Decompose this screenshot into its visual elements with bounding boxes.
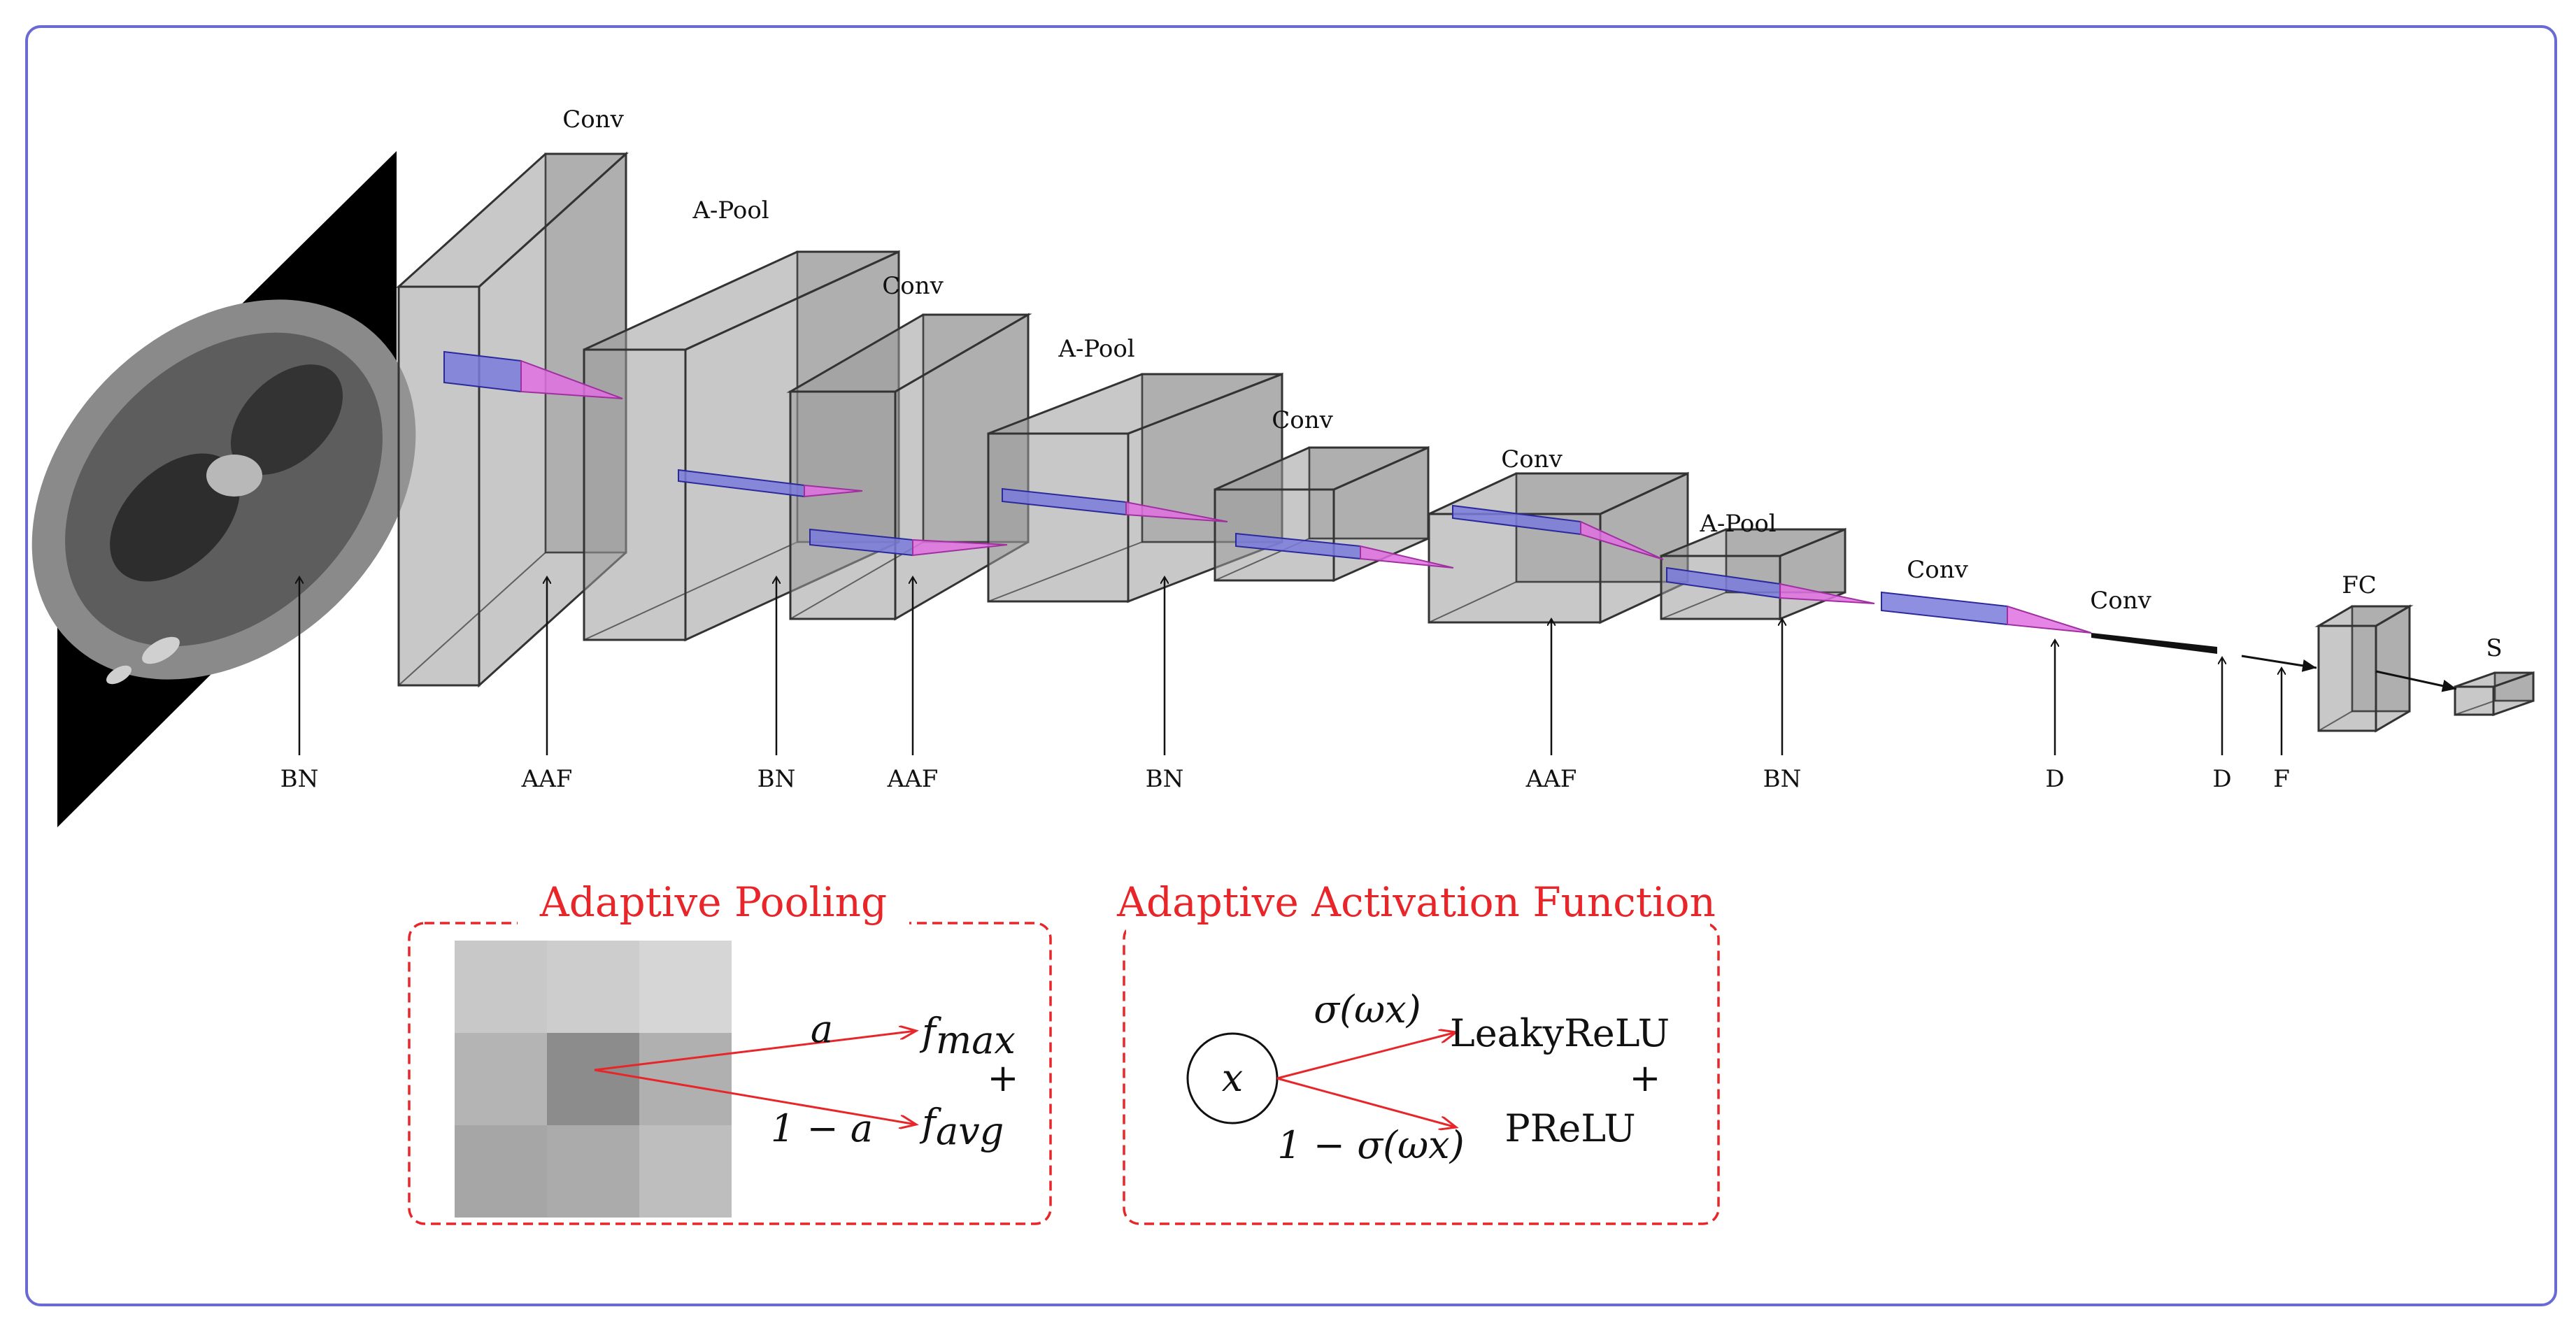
op-label-6: AAF [1525,765,1577,793]
prelu-label: PReLU [1504,1106,1635,1150]
layer-boxes [396,151,2535,733]
pool-cell-1-0 [455,1033,547,1125]
kernel-4 [1002,487,1228,522]
sigma-weight: σ(ωx) [1314,987,1421,1031]
flatten-bar [2091,633,2217,654]
leaky-arrow [1276,1032,1456,1080]
layer-box-10 [2314,604,2414,733]
layer-label-9: Conv [2090,587,2151,615]
layer-label-3: Conv [882,272,944,300]
op-label-2: AAF [521,765,573,793]
op-label-5: BN [1146,765,1184,793]
op-label-7: BN [1763,765,1802,793]
op-arrow-2: AAF [521,577,573,793]
op-arrow-4: AAF [887,577,939,793]
layer-box-6 [1428,471,1689,624]
layer-box-5 [1214,445,1430,583]
f-max-label: fmax [919,1010,1016,1062]
layer-label-10: FC [2342,571,2377,599]
input-x: x [1222,1056,1243,1100]
weight-one-minus-a: 1 − a [771,1106,873,1150]
layer-box-4 [987,372,1283,604]
pool-cell-2-0 [455,1125,547,1218]
leakyrelu-label: LeakyReLU [1450,1011,1670,1055]
layer-label-2: A-Pool [692,197,769,224]
pool-cell-0-0 [455,941,547,1033]
op-arrow-10: F [2273,668,2290,793]
adaptive-pooling-panel: Adaptive Pooling a 1 − a fmax + favg [408,878,1052,1225]
activation-plus: + [1629,1056,1660,1100]
op-arrow-1: BN [280,577,319,793]
op-arrow-9: D [2212,657,2232,793]
op-arrow-6: AAF [1525,619,1577,793]
op-label-9: D [2212,765,2231,793]
op-label-1: BN [280,765,319,793]
kernel-5 [1235,532,1454,569]
adaptive-activation-panel: Adaptive Activation Function x σ(ωx) 1 −… [1116,878,1720,1225]
layer-label-6: Conv [1501,445,1563,473]
kernel-2 [678,469,863,498]
adaptive-pooling-title: Adaptive Pooling [539,878,887,926]
pool-cell-1-1 [547,1033,639,1125]
op-arrow-5: BN [1146,577,1184,793]
layer-labels: ConvA-PoolConvA-PoolConvConvA-PoolConvCo… [562,106,2502,662]
weight-a: a [811,1007,833,1051]
layer-label-11: S [2486,634,2502,662]
pooling-plus: + [987,1056,1018,1100]
layer-box-11 [2454,671,2535,717]
pool-cell-0-2 [639,941,732,1033]
to-softmax-arrow [2375,670,2457,692]
kernel-8 [1881,591,2092,634]
layer-label-5: Conv [1272,406,1333,434]
kernel-7 [1666,566,1875,604]
operation-arrows: BN AAF BN AAF BN AAF BN D D F [280,577,2290,793]
op-label-8: D [2045,765,2064,793]
pool-cell-2-1 [547,1125,639,1218]
layer-label-1: Conv [562,106,624,134]
prelu-arrow [1276,1077,1456,1127]
layer-label-4: A-Pool [1058,335,1134,363]
pool-cell-2-2 [639,1125,732,1218]
to-fc-arrow [2241,655,2317,672]
f-avg-label: favg [919,1101,1004,1153]
layer-label-7: A-Pool [1699,510,1776,538]
op-arrow-8: D [2045,640,2065,793]
pool-cell-0-1 [547,941,639,1033]
op-label-3: BN [757,765,796,793]
ct-scan-image [31,151,416,827]
kernel-1 [443,350,623,399]
op-arrow-7: BN [1763,619,1802,793]
avg-arrow [594,1069,916,1125]
pool-cell-1-2 [639,1033,732,1125]
kernel-6 [1452,504,1664,560]
kernel-3 [809,528,1008,557]
layer-label-8: Conv [1907,556,1968,584]
op-arrow-3: BN [757,577,796,793]
max-arrow [594,1031,916,1071]
kernel-projections [443,350,2457,692]
one-minus-sigma-weight: 1 − σ(ωx) [1277,1123,1464,1167]
adaptive-activation-title: Adaptive Activation Function [1116,878,1716,926]
op-label-10: F [2273,765,2290,793]
pooling-grid [455,941,732,1218]
op-label-4: AAF [887,765,939,793]
